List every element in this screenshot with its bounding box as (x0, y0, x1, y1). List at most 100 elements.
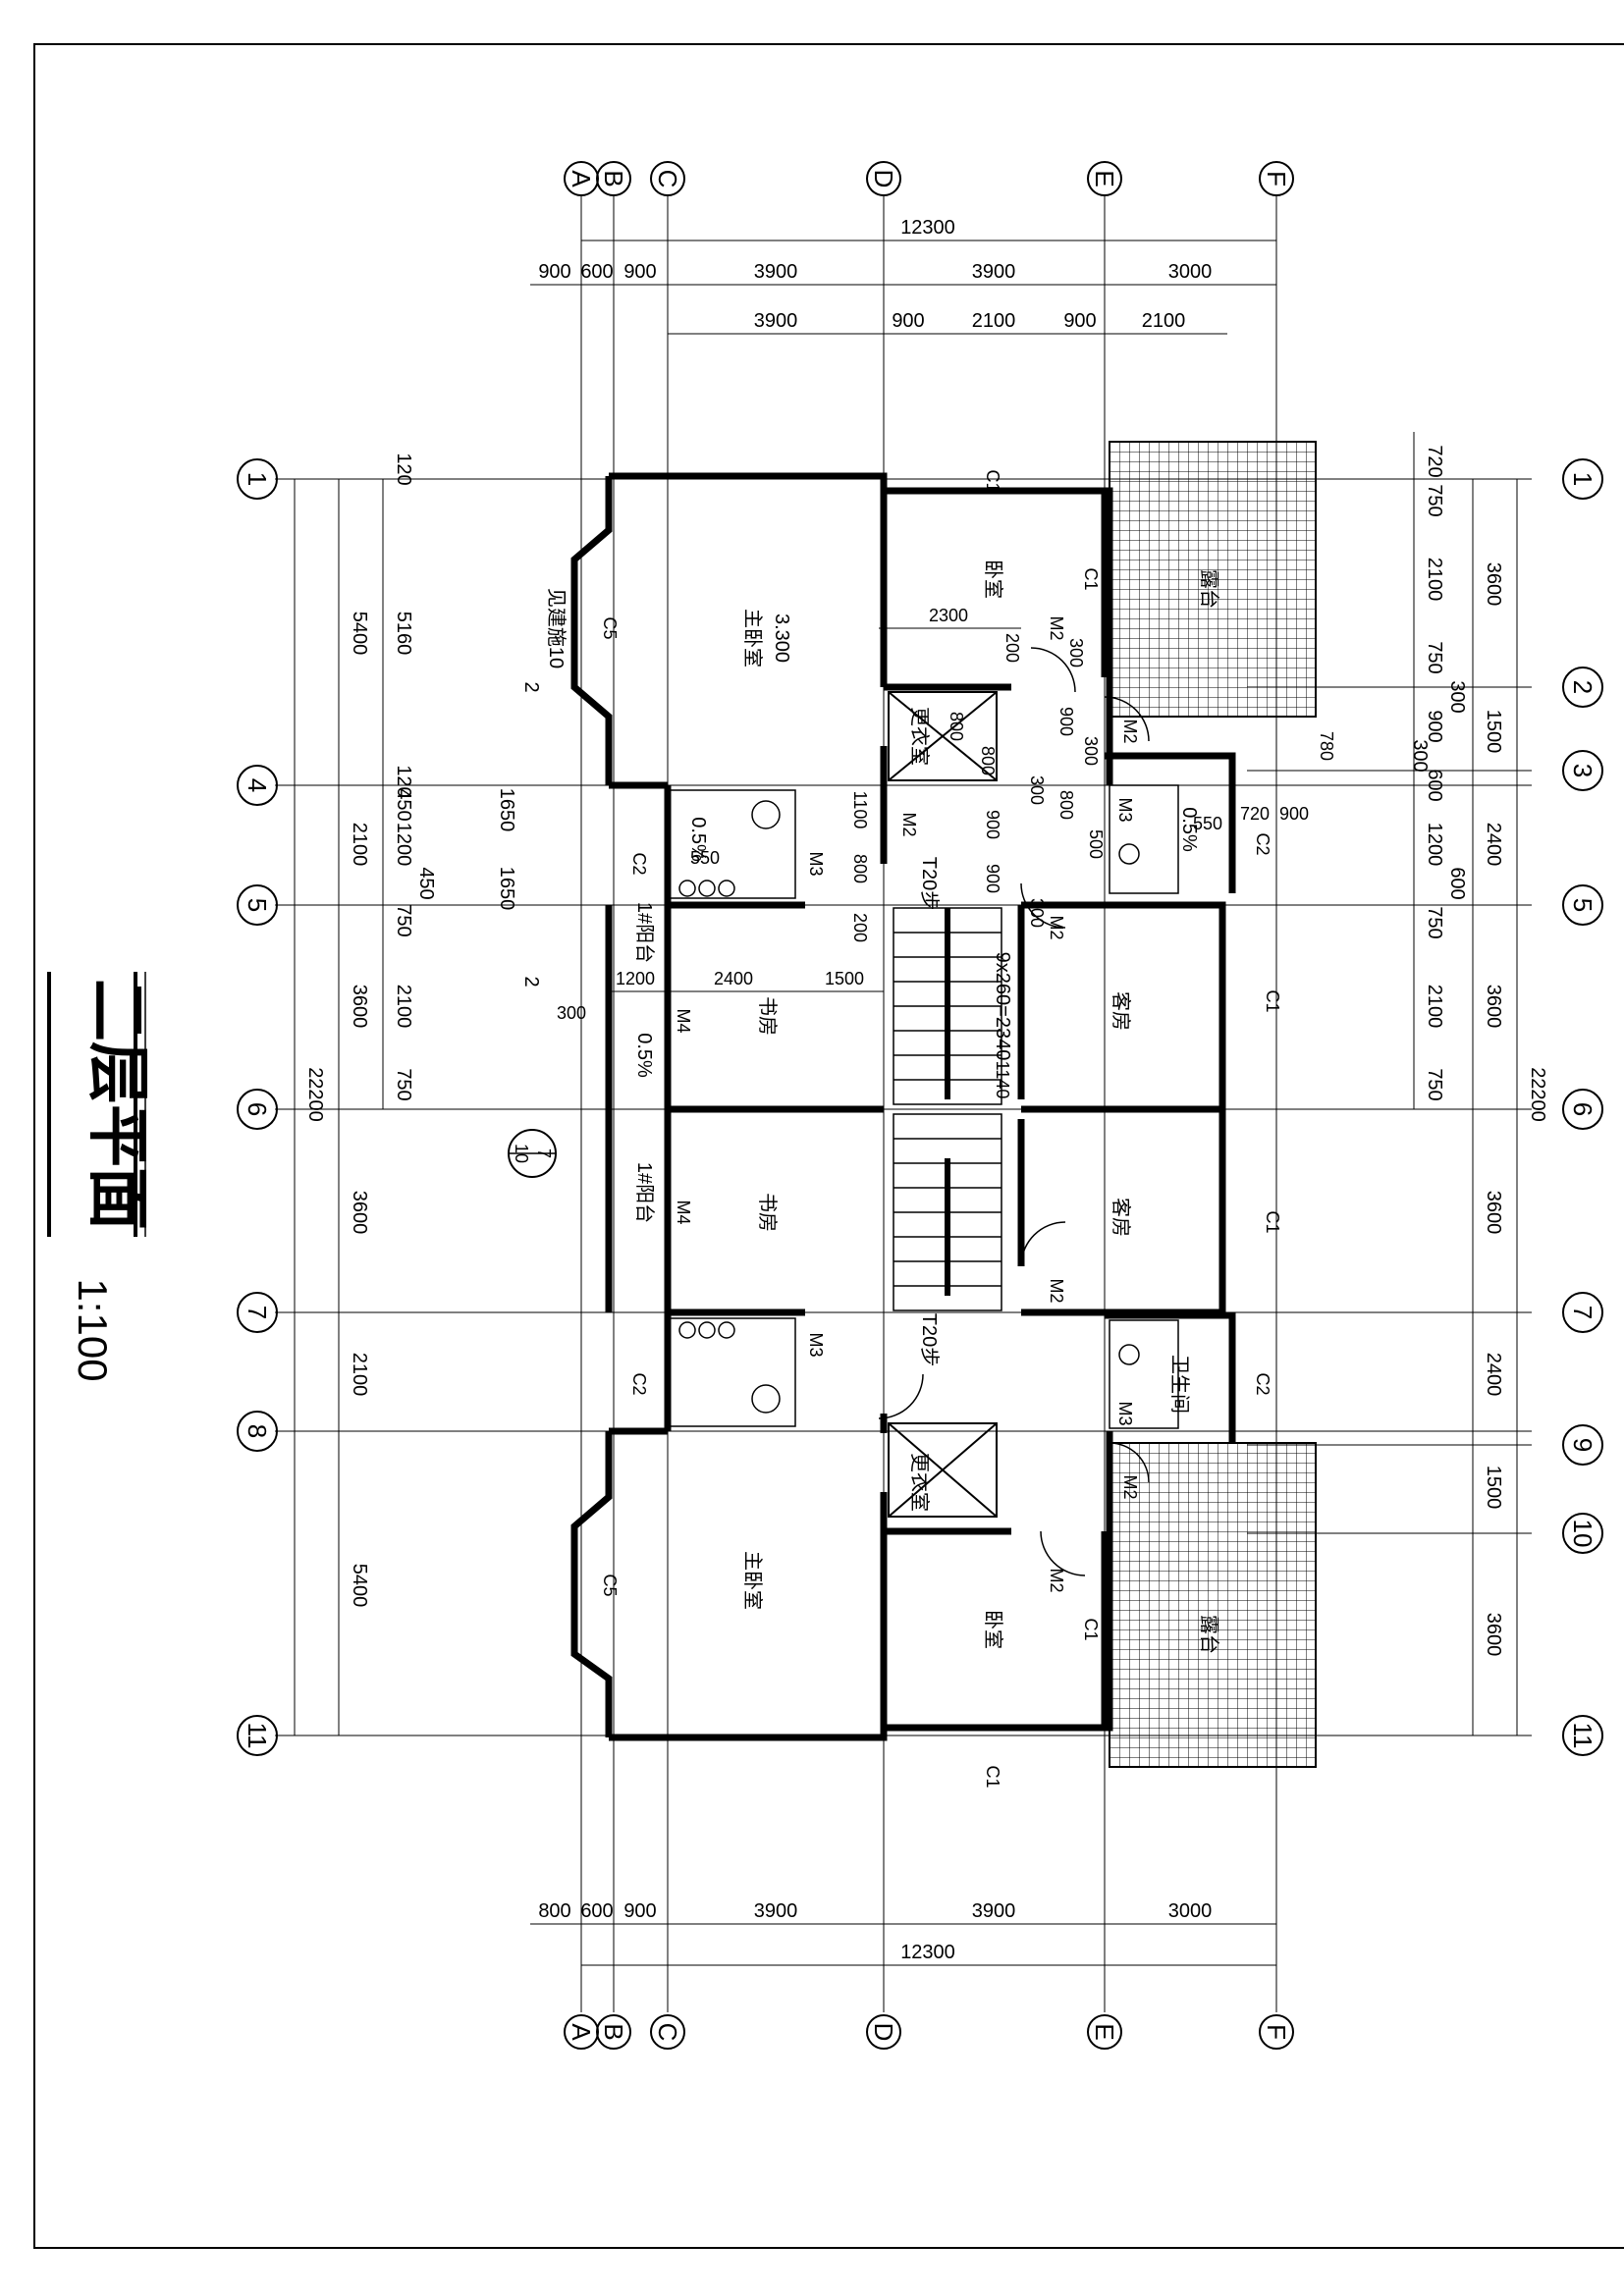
section-2-top: 2 (520, 681, 542, 692)
tag-m3-1: M3 (806, 851, 826, 876)
dim-left-o1: 2100 (349, 823, 370, 867)
tag-m3-4: M3 (1115, 1401, 1135, 1425)
detail-bubble: 10 7 (508, 1129, 557, 1178)
svg-text:E: E (1090, 170, 1119, 187)
dim-right-o3: 3600 (1483, 985, 1504, 1029)
tag-m4-1: M4 (674, 1008, 693, 1033)
dim-right-i5: 900 (1424, 710, 1445, 742)
dim-m-1100: 1100 (850, 791, 870, 829)
tag-c2-2: C2 (1253, 832, 1272, 855)
opening-tags: C1 C1 C1 C1 C1 C1 C2 C2 C2 C2 C5 C5 M2 M… (600, 469, 1282, 1788)
dims-left: 22200 5400 2100 3600 3600 2100 5400 120 … (294, 453, 517, 1735)
dim-m-780: 780 (1317, 731, 1336, 761)
svg-text:5: 5 (243, 898, 272, 912)
stair-bottom (893, 1113, 1002, 1311)
detail-number: 10 (512, 1144, 531, 1163)
svg-text:4: 4 (243, 778, 272, 792)
detail-sub-number: 7 (534, 1148, 554, 1158)
dim-t1-0: 900 (538, 261, 570, 283)
dim-left-i4: 1200 (393, 823, 414, 867)
axis-7-right: 7 (1562, 1292, 1603, 1333)
door-arcs (878, 647, 1150, 1576)
svg-text:9: 9 (1568, 1438, 1597, 1452)
dim-left-o5: 5400 (349, 1564, 370, 1608)
dim-t1-5: 3000 (1168, 261, 1213, 283)
dim-left-o4: 2100 (349, 1353, 370, 1397)
axis-bubbles-top: A B C D E F (564, 161, 1294, 196)
dim-right-i10: 750 (1424, 906, 1445, 938)
svg-text:E: E (1090, 2023, 1119, 2040)
dim-m-900c: 900 (983, 864, 1002, 893)
svg-text:5: 5 (1568, 898, 1597, 912)
room-closet-bottom: 更衣室 (908, 1453, 931, 1512)
svg-text:11: 11 (1568, 1723, 1597, 1749)
dim-m-300d: 300 (557, 1003, 586, 1023)
balcony-top: 1#阳台 (633, 902, 656, 963)
dim-left-s0: 1650 (496, 788, 517, 832)
axis-F-bottom: F (1259, 2014, 1294, 2050)
dim-right-o2: 2400 (1483, 823, 1504, 867)
dim-b1-5: 3000 (1168, 1900, 1213, 1922)
axis-A-top: A (564, 161, 599, 196)
dim-left-i6: 750 (393, 904, 414, 936)
svg-text:7: 7 (1568, 1306, 1597, 1319)
dim-t1-4: 3900 (972, 261, 1016, 283)
dim-left-i0: 120 (393, 453, 414, 485)
dim-right-i1: 750 (1424, 484, 1445, 516)
dim-m-800b: 800 (978, 746, 998, 775)
axis-D-top: D (866, 161, 901, 196)
dim-right-i12: 750 (1424, 1068, 1445, 1100)
dim-b1-2: 900 (623, 1900, 656, 1922)
dim-m-2300: 2300 (929, 606, 968, 625)
dim-m-300c: 300 (1027, 775, 1047, 805)
tag-c1-4: C1 (1263, 1210, 1282, 1233)
dim-m-900b: 900 (983, 810, 1002, 839)
axis-E-bottom: E (1087, 2014, 1122, 2050)
tag-c2-3: C2 (629, 1372, 649, 1395)
room-bedroom-bottom: 卧室 (982, 1610, 1004, 1649)
terrace-top-hatch (1109, 441, 1317, 718)
svg-text:6: 6 (1568, 1102, 1597, 1116)
dim-t2-3: 900 (1063, 310, 1096, 332)
tag-m2-5: M2 (1047, 1278, 1066, 1303)
tag-c1-6: C1 (983, 1765, 1002, 1788)
dim-b1-4: 3900 (972, 1900, 1016, 1922)
dim-right-i8: 1200 (1424, 823, 1445, 867)
balcony-bottom: 1#阳台 (633, 1162, 656, 1223)
axis-C-top: C (650, 161, 685, 196)
svg-text:3: 3 (1568, 764, 1597, 777)
axis-C-bottom: C (650, 2014, 685, 2050)
tag-m2-7: M2 (1047, 1568, 1066, 1592)
dims-right: 22200 3600 1500 2400 3600 3600 2400 1500… (1409, 432, 1548, 1735)
dim-m-800d: 800 (850, 854, 870, 883)
slope-2: 0.5% (1178, 807, 1200, 852)
axis-A-bottom: A (564, 2014, 599, 2050)
dim-m-500: 500 (1086, 829, 1106, 859)
dim-m-900d: 900 (1279, 804, 1309, 824)
svg-text:C: C (653, 170, 682, 188)
svg-text:A: A (567, 170, 596, 187)
dims-top: 12300 900 600 900 3900 3900 3000 3900 90… (530, 217, 1276, 335)
dim-right-i3: 750 (1424, 641, 1445, 673)
svg-text:B: B (599, 2023, 628, 2040)
axis-11-right: 11 (1562, 1715, 1603, 1756)
tag-m2-3: M2 (899, 812, 919, 836)
axis-8-left: 8 (237, 1411, 278, 1452)
dim-right-i9: 600 (1446, 867, 1468, 899)
dim-total-bottom: 12300 (900, 1942, 955, 1963)
dim-m-1500: 1500 (825, 969, 864, 988)
dim-m-800a: 800 (947, 712, 966, 741)
tag-c1-5: C1 (1081, 1618, 1101, 1640)
dim-right-o4: 3600 (1483, 1191, 1504, 1235)
room-study-top: 书房 (756, 996, 779, 1036)
closets (888, 691, 998, 1518)
room-guest-bottom: 客房 (1110, 1198, 1132, 1237)
axis-B-bottom: B (596, 2014, 631, 2050)
drawing-title: 二层平面 1:100 (47, 972, 153, 1382)
dim-t2-1: 900 (892, 310, 924, 332)
tag-c1-3: C1 (1263, 989, 1282, 1012)
stair-note-top: T20步 (918, 857, 941, 910)
dim-left-i3: 450 (393, 788, 414, 821)
dim-left-total: 22200 (304, 1067, 326, 1122)
